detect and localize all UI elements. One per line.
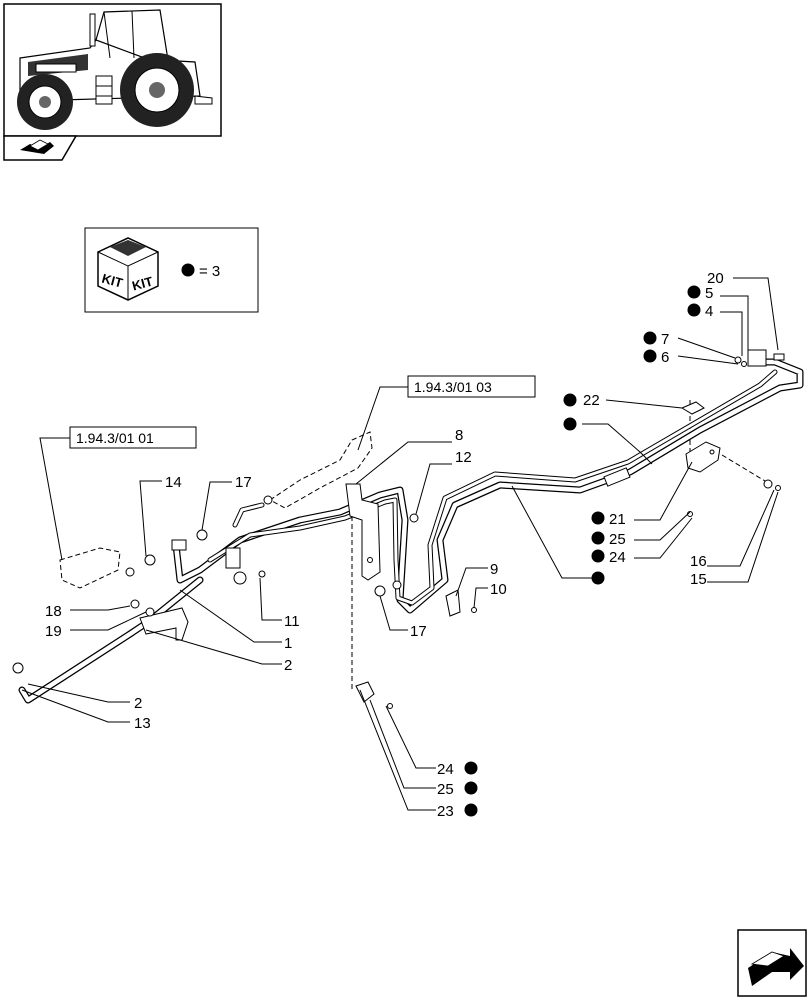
kit-text-2: KIT <box>130 274 154 294</box>
callout-10: 10 <box>490 581 507 598</box>
callout-8: 8 <box>455 427 463 444</box>
callout-2b: 2 <box>134 695 142 712</box>
kit-legend: KIT KIT = 3 <box>84 227 259 313</box>
kit-bullet-icon <box>591 511 605 525</box>
callout-24a: 24 <box>609 549 626 566</box>
reference-link-left[interactable]: 1.94.3/01 01 <box>69 426 197 449</box>
reference-mid-text: 1.94.3/01 03 <box>414 379 492 395</box>
next-page-arrow-icon[interactable] <box>737 929 807 997</box>
callout-25a: 25 <box>609 531 626 548</box>
book-arrow-icon[interactable] <box>3 135 78 161</box>
kit-bullet-icon <box>464 781 478 795</box>
pipe-assembly <box>18 358 804 704</box>
callout-12: 12 <box>455 449 472 466</box>
kit-bullet-icon <box>464 761 478 775</box>
leader-lines <box>21 277 779 811</box>
callout-17b: 17 <box>410 623 427 640</box>
kit-bullet-icon <box>591 549 605 563</box>
bracket-lower <box>355 681 375 703</box>
kit-bullet-icon <box>591 571 605 585</box>
kit-bullet-icon <box>687 303 701 317</box>
kit-bullet-icon <box>563 393 577 407</box>
kit-bullet-icon <box>643 331 657 345</box>
callout-13: 13 <box>134 715 151 732</box>
tractor-thumbnail-icon <box>3 3 222 137</box>
callout-1: 1 <box>284 635 292 652</box>
callout-18: 18 <box>45 603 62 620</box>
fittings <box>12 349 785 709</box>
kit-bullet-icon <box>643 349 657 363</box>
callout-24b: 24 <box>437 761 454 778</box>
clamp-22 <box>680 401 705 415</box>
callout-17a: 17 <box>235 474 252 491</box>
callout-21: 21 <box>609 511 626 528</box>
reference-link-mid[interactable]: 1.94.3/01 03 <box>407 375 536 398</box>
callout-22: 22 <box>583 392 600 409</box>
kit-bullet-icon <box>563 417 577 431</box>
kit-quantity: = 3 <box>199 263 220 280</box>
callout-23: 23 <box>437 803 454 820</box>
callout-16: 16 <box>690 553 707 570</box>
kit-bullet-icon <box>687 285 701 299</box>
callout-6: 6 <box>661 349 669 366</box>
callout-labels: 20 5 4 7 6 22 8 12 14 17 21 25 24 9 10 1… <box>45 270 724 820</box>
kit-bullet-icon <box>181 263 195 277</box>
callout-14: 14 <box>165 474 182 491</box>
callout-11: 11 <box>284 613 300 630</box>
kit-bullet-icon <box>464 803 478 817</box>
kit-text-1: KIT <box>100 271 124 291</box>
kit-bullet-icon <box>591 531 605 545</box>
bracket-8 <box>345 483 381 581</box>
callout-15: 15 <box>690 571 707 588</box>
callout-4: 4 <box>705 303 713 320</box>
reference-left-text: 1.94.3/01 01 <box>76 430 154 446</box>
callout-20: 20 <box>707 270 724 287</box>
callout-9: 9 <box>490 561 498 578</box>
kit-box-icon: KIT KIT <box>97 237 159 301</box>
callout-19: 19 <box>45 623 62 640</box>
callout-25b: 25 <box>437 781 454 798</box>
callout-7: 7 <box>661 331 669 348</box>
callout-2a: 2 <box>284 657 292 674</box>
bracket-right <box>685 441 721 473</box>
callout-5: 5 <box>705 285 713 302</box>
clamp-9 <box>445 589 461 617</box>
